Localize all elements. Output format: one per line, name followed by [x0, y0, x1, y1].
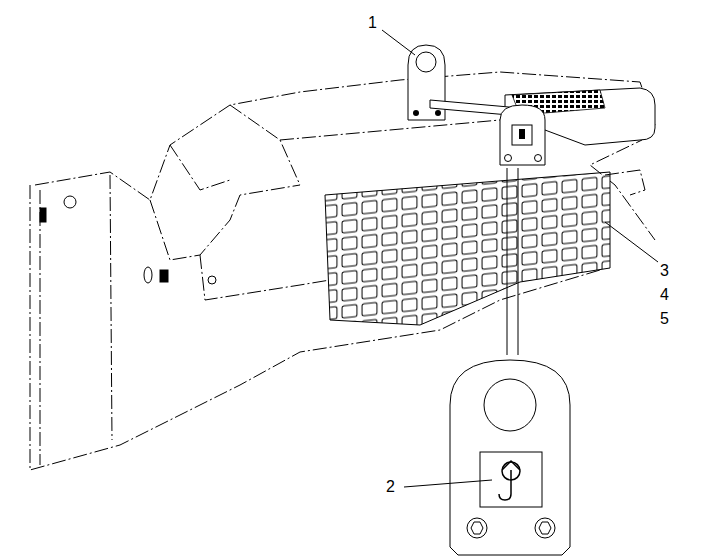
callout-number: 1: [368, 14, 377, 32]
callout-number: 5: [660, 310, 669, 328]
callout-number: 3: [660, 262, 669, 280]
callout-number: 2: [386, 478, 395, 496]
callout-number: 4: [660, 286, 669, 304]
